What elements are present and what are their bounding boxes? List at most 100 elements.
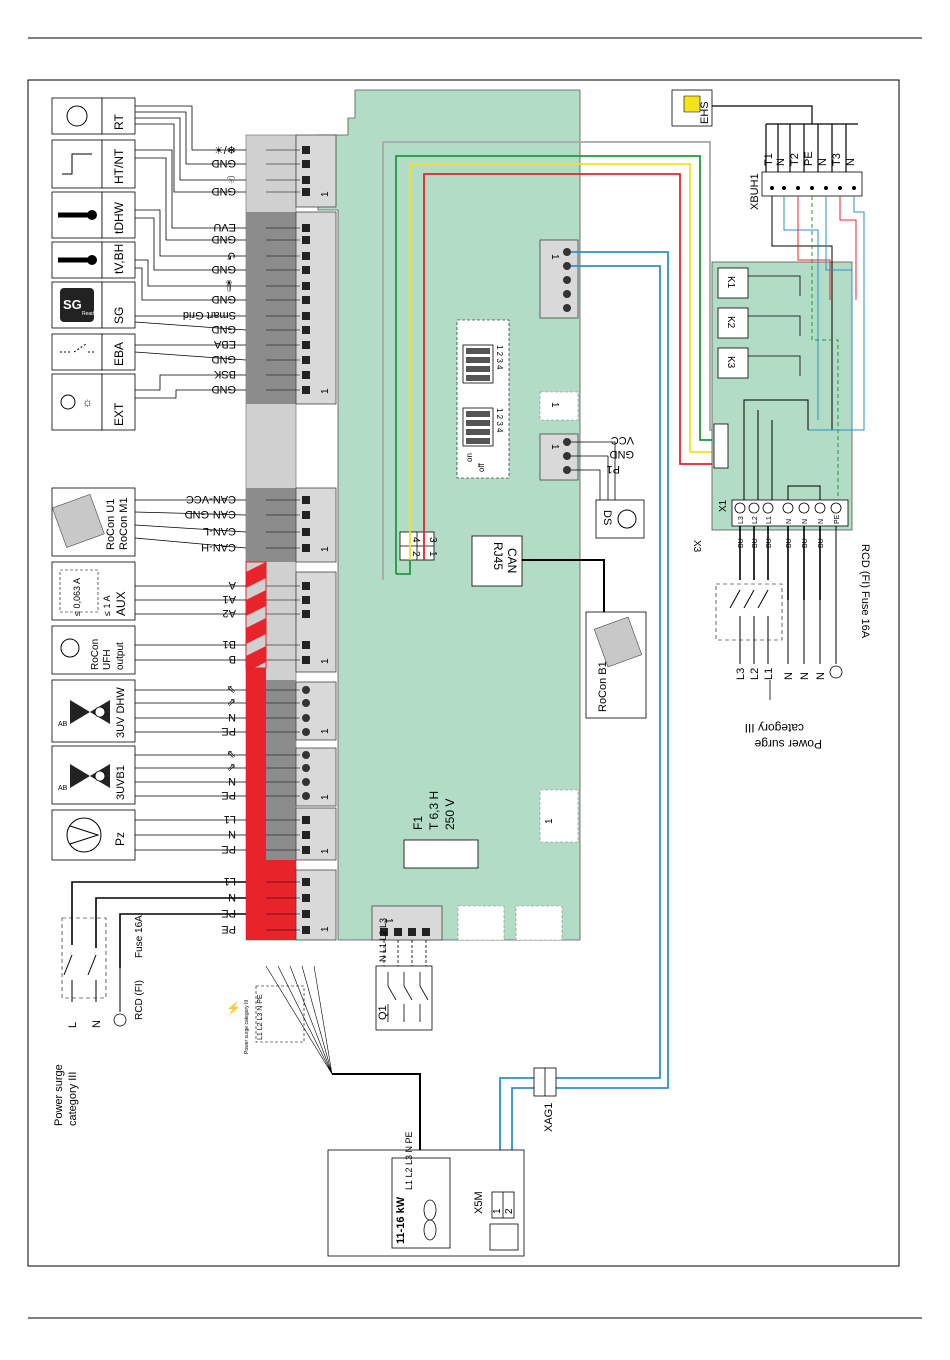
pump-label: Pz (113, 832, 127, 846)
valve-ab: AB (58, 721, 68, 728)
block-number: 1 (320, 658, 331, 664)
rocon-u1-m1-module: RoCon U1 RoCon M1 (51, 487, 136, 557)
wire-colour-bu: BU (786, 538, 793, 548)
wire-colour-bu: BU (818, 538, 825, 548)
terminal-label: ⇘ (227, 683, 236, 695)
terminal-screw (302, 528, 310, 536)
ehs-module: EHS XBUH1 (671, 89, 863, 210)
signal-connector-number: 1 (549, 254, 560, 260)
terminal-pins (266, 146, 310, 934)
small-surge-protector: Power surge category III L1 L2 L3 N PE ⚡ (226, 965, 421, 1164)
x1-pin: L2 (752, 516, 759, 524)
thermostat-icon (66, 105, 88, 127)
f1-voltage: 250 V (443, 799, 457, 830)
terminal-label: CAN-L (203, 525, 236, 537)
surge-bolt-icon: ⚡ (226, 1001, 241, 1015)
x1-screw (814, 502, 826, 514)
q1-label: Q1 (377, 1005, 389, 1020)
x1-screw (782, 502, 794, 514)
sg-badge-main: SG (63, 297, 82, 312)
xbuh1-pin: T3 (831, 153, 843, 166)
terminal-screw (302, 764, 310, 772)
ds-label: DS (601, 510, 613, 525)
ehs-label: EHS (699, 101, 711, 124)
dip-off-label: off (477, 462, 486, 472)
can-pin-2: 2 (410, 551, 421, 557)
terminal-label: ⇙ (227, 761, 236, 773)
terminal-screw (302, 846, 310, 854)
terminal-label: EBA (213, 338, 236, 350)
fuse-f1 (403, 839, 479, 869)
right-surge-2: category III (745, 721, 804, 735)
terminal-screw (302, 312, 310, 320)
terminal-screw (302, 751, 310, 759)
aux-output-box: ≤ 0,063 A ≤ 1 A AUX (51, 561, 136, 621)
rj45-can-port (471, 535, 523, 587)
xbuh1-pin: N (775, 158, 787, 166)
terminal-label: N (228, 891, 236, 903)
terminal-screw (302, 236, 310, 244)
rocon-u1-label: RoCon U1 (105, 499, 117, 550)
terminal-screw (302, 656, 310, 664)
tariff-switch-icon (62, 153, 92, 175)
can-pin-4: 4 (410, 537, 421, 543)
terminal-label: GND (212, 263, 237, 275)
terminal-screw (302, 176, 310, 184)
right-line-label: N (815, 672, 827, 680)
terminal-screw (302, 296, 310, 304)
device-label: HT/NT (112, 148, 126, 184)
aux-current-1: ≤ 0,063 A (72, 578, 82, 616)
x1-screw (798, 502, 810, 514)
terminal-label: PE (221, 789, 236, 801)
x1-pin: N (786, 519, 793, 524)
q1-terminals: N L1 L2 L3 (378, 918, 388, 962)
valve-3uvb1-label: 3UVB1 (115, 765, 127, 800)
small-surge-title: Power surge category III (244, 1000, 250, 1054)
terminal-label: CAN-VCC (186, 493, 236, 505)
p1-vcc: VCC (611, 434, 634, 446)
x1-pin: N (802, 519, 809, 524)
terminal-label: PE (221, 725, 236, 737)
terminal-label: ⇘ (227, 748, 236, 760)
valve-3uv-dhw-box: AB 3UV DHW (51, 679, 136, 743)
terminal-screw (302, 252, 310, 260)
xbuh1-pin: PE (803, 151, 815, 166)
right-line-label: L3 (735, 668, 747, 680)
terminal-screw (302, 511, 310, 519)
terminal-label: GND (212, 185, 237, 197)
terminal-label: A2 (223, 607, 236, 619)
right-rcd-label: RCD (FI) Fuse 16A (859, 544, 871, 639)
terminal-label: N (228, 711, 236, 723)
terminal-screw (302, 356, 310, 364)
terminal-screw (302, 266, 310, 274)
xbuh1-pin: T2 (789, 153, 801, 166)
device-label: tDHW (112, 201, 126, 234)
block-number: 1 (320, 388, 331, 394)
terminal-label: Smart Grid (183, 309, 236, 321)
terminal-screw (302, 926, 310, 934)
terminal-screw (302, 160, 310, 168)
spare-connector-4 (515, 905, 563, 941)
three-way-valve-icon (70, 764, 110, 788)
can-pin-1: 1 (427, 551, 438, 557)
terminal-screw (302, 224, 310, 232)
terminal-label: GND (212, 353, 237, 365)
x1-screw (762, 502, 774, 514)
right-line-label: L2 (749, 668, 761, 680)
terminal-screw (302, 341, 310, 349)
valve-3uvb1-box: AB 3UVB1 (51, 745, 136, 805)
earth-icon (829, 665, 843, 679)
q1-connector-number: 1 (383, 918, 394, 924)
block-number: 1 (320, 546, 331, 552)
terminal-screw (302, 831, 310, 839)
device-eba: EBA (51, 333, 136, 371)
relay-k1: K1 (725, 276, 736, 289)
three-way-valve-icon (70, 700, 110, 724)
spare-connector-number: 1 (544, 818, 555, 824)
right-line-label: N (783, 672, 795, 680)
q1-switch: Q1 N L1 L2 L3 (375, 918, 433, 1031)
